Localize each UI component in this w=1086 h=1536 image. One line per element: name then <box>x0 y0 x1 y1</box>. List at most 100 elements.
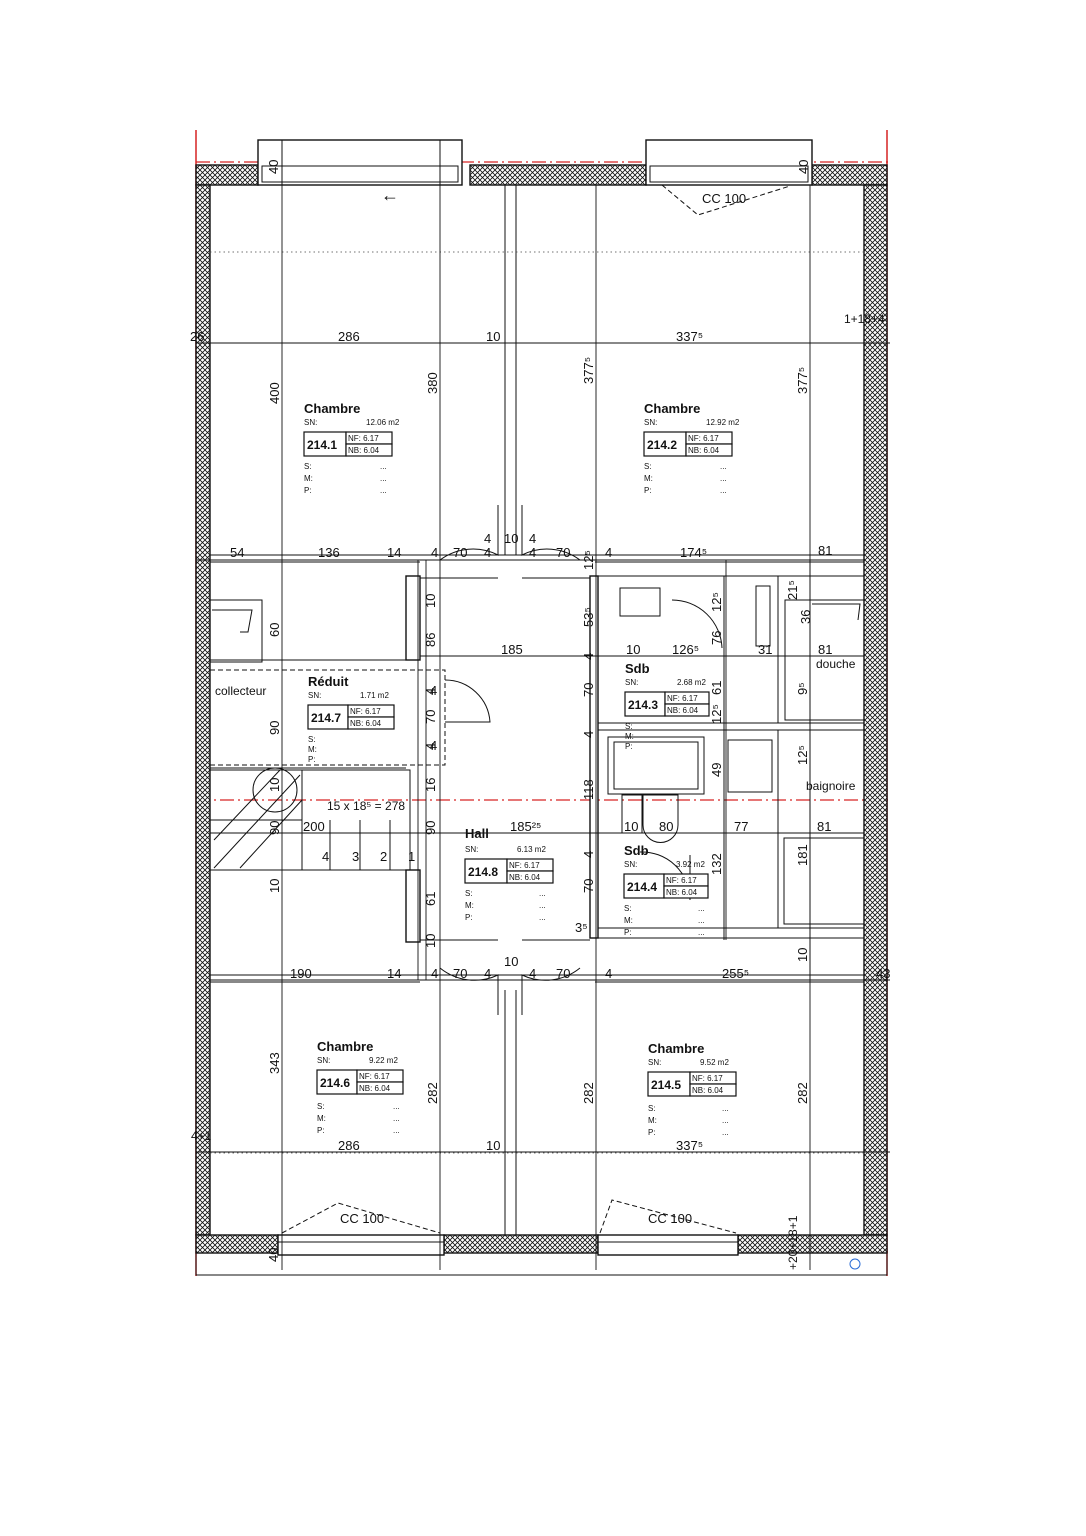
dim-40-b: 40 <box>796 160 811 174</box>
dim-70d: 70 <box>581 683 596 697</box>
stairs-label: 15 x 18⁵ = 278 <box>327 799 405 813</box>
room-number: 214.3 <box>628 698 658 712</box>
room-name: Sdb <box>625 661 650 676</box>
dim-70c: 70 <box>423 710 438 724</box>
room-number: 214.4 <box>627 880 657 894</box>
room-dots: ... <box>539 889 546 898</box>
dim-76: 76 <box>709 631 724 645</box>
dim-16: 16 <box>423 778 438 792</box>
dim-61a: 61 <box>709 681 724 695</box>
room-label-214-3: Sdb SN: 2.68 m2 214.3 NF: 6.17 NB: 6.04 … <box>624 661 710 751</box>
room-name: Chambre <box>304 401 360 416</box>
dim-21: 21⁵ <box>785 580 800 600</box>
dim-10f: 10 <box>624 819 638 834</box>
collecteur-label: collecteur <box>215 684 266 698</box>
dim-4o: 4 <box>484 966 491 981</box>
room-area: 9.22 m2 <box>369 1056 398 1065</box>
dim-343: 343 <box>267 1052 282 1074</box>
room-label-214-4: Sdb SN: 3.92 m2 214.4 NF: 6.17 NB: 6.04 … <box>623 843 709 937</box>
room-sn-label: SN: <box>308 691 321 700</box>
dim-10: 10 <box>486 329 500 344</box>
room-nb: NB: 6.04 <box>348 446 380 455</box>
dim-4g: 4 <box>581 653 596 660</box>
dim-282-c: 282 <box>795 1082 810 1104</box>
dim-380: 380 <box>425 372 440 394</box>
room-dots: ... <box>720 486 727 495</box>
dim-12-b: 12⁵ <box>709 592 724 612</box>
dim-4d: 4 <box>605 545 612 560</box>
dim-81b: 81 <box>818 642 832 657</box>
dim-10d: 10 <box>626 642 640 657</box>
dim-126: 126⁵ <box>672 642 699 657</box>
dim-10j: 10 <box>504 954 518 969</box>
room-dots: ... <box>539 901 546 910</box>
cc-bottom-right-label: CC 100 <box>648 1211 692 1226</box>
dim-80: 80 <box>659 819 673 834</box>
room-dots: ... <box>380 462 387 471</box>
room-nf: NF: 6.17 <box>692 1074 723 1083</box>
room-nb: NB: 6.04 <box>350 719 382 728</box>
exterior-walls <box>195 164 888 1276</box>
room-p: P: <box>625 742 633 751</box>
dim-10i: 10 <box>795 948 810 962</box>
dim-181: 181 <box>795 844 810 866</box>
dim-286-b: 286 <box>338 1138 360 1153</box>
dim-12-d: 12⁵ <box>795 745 810 765</box>
dim-4m: 4 <box>581 851 596 858</box>
room-dots: ... <box>720 462 727 471</box>
dim-4a: 4 <box>431 545 438 560</box>
room-nf: NF: 6.17 <box>509 861 540 870</box>
room-number: 214.6 <box>320 1076 350 1090</box>
room-name: Réduit <box>308 674 349 689</box>
level-left: 4+1 <box>191 1129 212 1143</box>
room-number: 214.2 <box>647 438 677 452</box>
dim-90c: 90 <box>423 821 438 835</box>
dim-9: 9⁵ <box>795 682 810 695</box>
dim-53: 53⁵ <box>581 607 596 627</box>
dim-12-a: 12⁵ <box>581 550 596 570</box>
room-sn-label: SN: <box>644 418 657 427</box>
dim-12-c: 12⁵ <box>709 704 724 724</box>
dim-40-a: 40 <box>266 160 281 174</box>
room-p: P: <box>648 1128 656 1137</box>
dim-4n: 4 <box>431 966 438 981</box>
dim-4f: 4 <box>529 531 536 546</box>
interior-walls <box>209 185 864 1235</box>
room-sn-label: SN: <box>304 418 317 427</box>
level-bottom-right: +20+18+1 <box>786 1215 800 1270</box>
room-dots: ... <box>393 1126 400 1135</box>
cc-bottom-left-label: CC 100 <box>340 1211 384 1226</box>
dim-3: 3⁵ <box>575 920 588 935</box>
dim-118: 118 <box>581 779 596 800</box>
level-top-right: 1+18+4 <box>844 312 885 326</box>
room-sn-label: SN: <box>648 1058 661 1067</box>
dim-4q: 4 <box>605 966 612 981</box>
dim-185-25: 185²⁵ <box>510 819 541 834</box>
room-dots: ... <box>393 1102 400 1111</box>
room-m: M: <box>465 901 474 910</box>
dim-60: 60 <box>267 623 282 637</box>
dim-70g: 70 <box>556 966 570 981</box>
dim-4b: 4 <box>484 545 491 560</box>
dim-377-b: 377⁵ <box>795 367 810 394</box>
dim-10e: 10 <box>267 778 282 792</box>
dim-86: 86 <box>423 633 438 647</box>
room-name: Chambre <box>317 1039 373 1054</box>
dim-90a: 90 <box>267 721 282 735</box>
dim-70a: 70 <box>453 545 467 560</box>
dim-70e: 70 <box>581 879 596 893</box>
dim-190: 190 <box>290 966 312 981</box>
room-number: 214.7 <box>311 711 341 725</box>
room-area: 9.52 m2 <box>700 1058 729 1067</box>
room-s: S: <box>644 462 652 471</box>
dim-4p: 4 <box>529 966 536 981</box>
room-area: 12.92 m2 <box>706 418 740 427</box>
room-nf: NF: 6.17 <box>348 434 379 443</box>
dim-90b: 90 <box>267 821 282 835</box>
room-m: M: <box>304 474 313 483</box>
dim-49: 49 <box>709 763 724 777</box>
dim-337-b: 337⁵ <box>676 1138 703 1153</box>
dim-4l: 4 <box>430 738 437 753</box>
dim-337: 337⁵ <box>676 329 703 344</box>
room-nb: NB: 6.04 <box>509 873 541 882</box>
